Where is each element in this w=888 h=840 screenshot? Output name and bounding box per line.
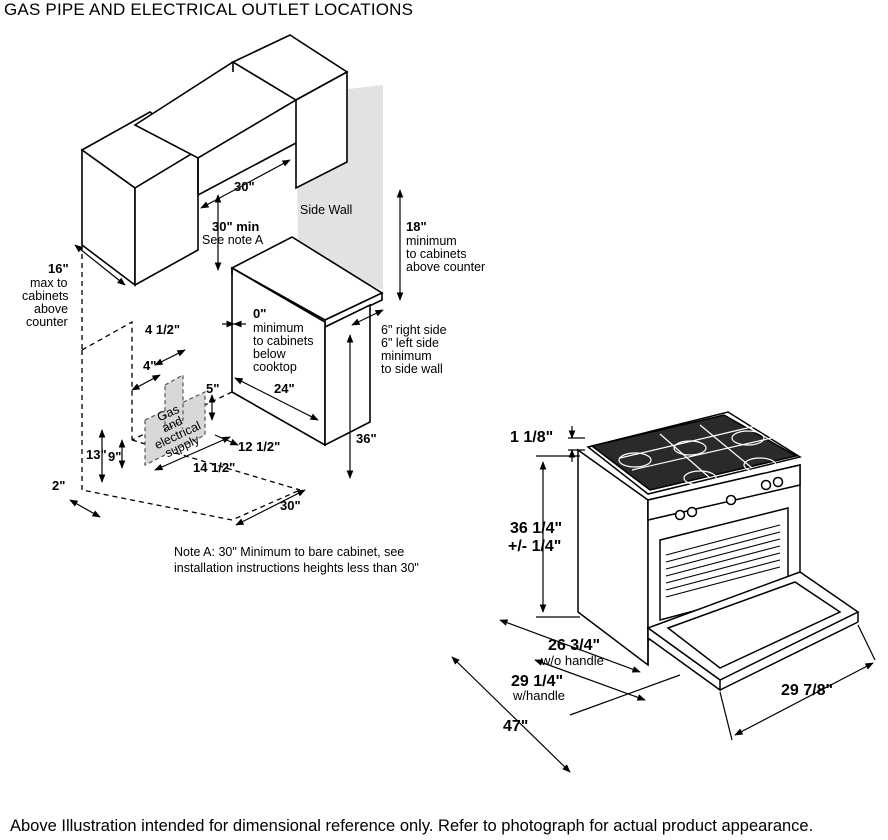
dim-18-line3: above counter [406,260,485,274]
dim-9: 9" [108,449,121,464]
oven-door-inner [666,581,842,669]
left-dimension-lines [69,159,404,526]
note-a-line1: Note A: 30" Minimum to bare cabinet, see [174,545,404,559]
dim-16-line3: above [34,302,68,316]
dim-24: 24" [274,381,295,396]
gas-supply-riser [164,373,184,432]
side-clearance-line4: to side wall [381,362,443,376]
dim-30-min: 30" min [212,219,259,234]
left-installation-diagram [80,34,384,521]
dim-0-line3: below [253,347,287,361]
see-note-a: See note A [202,233,264,247]
dim-14-half: 14 1/2" [193,460,235,475]
side-clearance-line2: 6" left side [381,336,439,350]
dim-16-line1: max to [30,276,68,290]
dim-29-1-4: 29 1/4" [511,673,563,690]
right-dimension-labels: 1 1/8" 36 1/4" +/- 1/4" 26 3/4" w/o hand… [503,429,833,735]
dim-13: 13" [86,447,107,462]
knob-icon [686,506,698,518]
dim-26-3-4: 26 3/4" [548,637,600,654]
footer-disclaimer: Above Illustration intended for dimensio… [10,817,814,835]
dim-5: 5" [206,381,219,396]
knob-icon [674,509,686,521]
dim-47: 47" [503,718,528,735]
dim-30-bottom: 30" [280,498,301,513]
dim-0-line4: cooktop [253,360,297,374]
knob-icon [772,476,784,488]
dim-36: 36" [356,431,377,446]
side-wall-label: Side Wall [300,203,352,217]
range-illustration [577,411,860,692]
dim-16-line4: counter [26,315,68,329]
cabinet-left-side [134,148,199,287]
dim-18-line1: minimum [406,234,457,248]
with-handle-label: w/handle [512,688,565,703]
page-title: GAS PIPE AND ELECTRICAL OUTLET LOCATIONS [4,0,414,19]
dim-4-half: 4 1/2" [145,322,180,337]
side-clearance-line3: minimum [381,349,432,363]
dim-0: 0" [253,306,266,321]
burner-grates [590,414,799,491]
dim-16: 16" [48,261,69,276]
cabinet-right-front [295,70,348,190]
dim-0-line1: minimum [253,321,304,335]
knob-icon [725,494,737,506]
dim-29-7-8: 29 7/8" [781,682,833,699]
dim-36-1-4: 36 1/4" [510,520,562,537]
dim-4: 4" [143,358,156,373]
dim-16-line2: cabinets [22,289,69,303]
dim-tolerance: +/- 1/4" [508,538,561,555]
dim-2: 2" [52,478,65,493]
side-clearance-line1: 6" right side [381,323,447,337]
base-cabinet-side [324,303,371,447]
dim-18-line2: to cabinets [406,247,466,261]
left-dimension-labels: Side Wall 30" 30" min See note A 18" min… [22,179,485,575]
knob-icon [760,479,772,491]
dim-18: 18" [406,219,427,234]
without-handle-label: w/o handle [540,653,604,668]
control-panel [647,464,801,521]
dim-1-1-8: 1 1/8" [510,429,553,446]
right-dimension-lines [451,426,876,773]
dim-12-half: 12 1/2" [238,439,280,454]
dim-30-top: 30" [234,179,255,194]
note-a-line2: installation instructions heights less t… [174,561,419,575]
dim-0-line2: to cabinets [253,334,313,348]
